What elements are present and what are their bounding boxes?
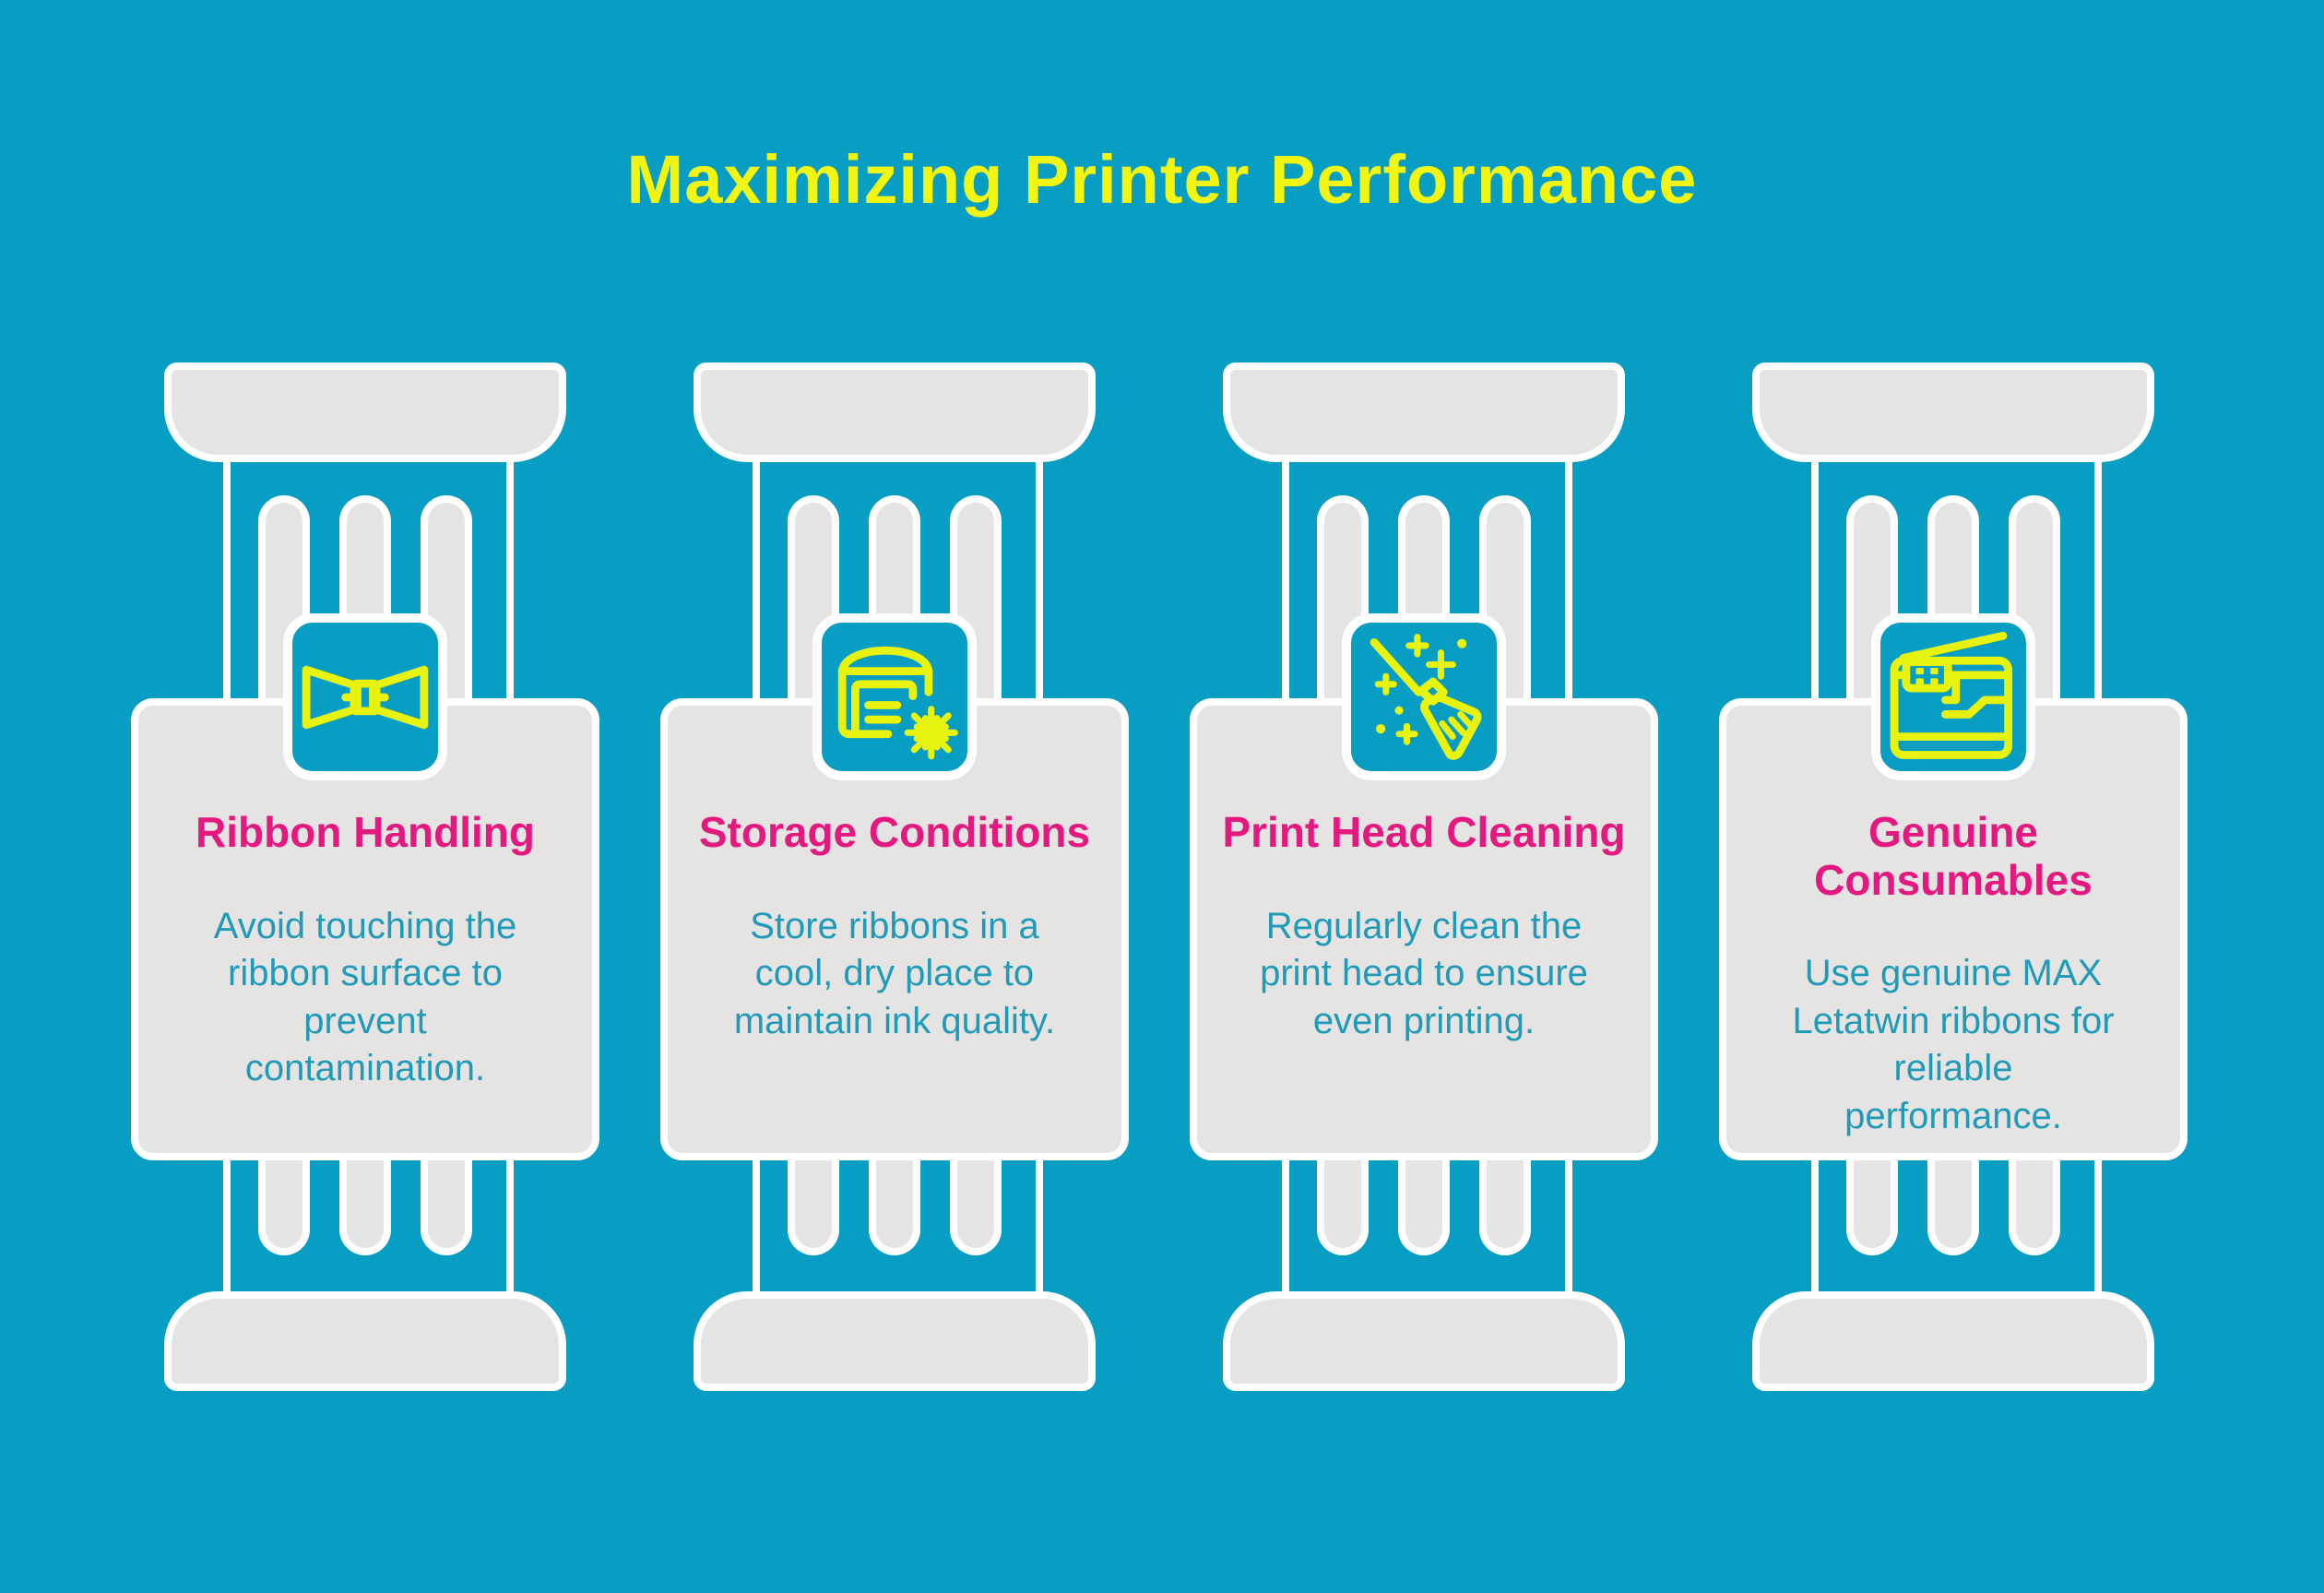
pillar-capital xyxy=(164,363,566,462)
info-card: Storage Conditions Store ribbons in a co… xyxy=(660,698,1129,1160)
pillar-flute xyxy=(2009,1158,2060,1255)
pillar-flute xyxy=(421,1158,472,1255)
pillar-base xyxy=(164,1291,566,1391)
pillar-capital xyxy=(694,363,1096,462)
icon-badge xyxy=(812,613,977,780)
icon-badge xyxy=(1342,613,1506,780)
page-title: Maximizing Printer Performance xyxy=(626,141,1698,218)
pillar-capital xyxy=(1752,363,2154,462)
pillar-base xyxy=(1223,1291,1625,1391)
pillar-flute xyxy=(1479,1158,1531,1255)
pillar-flute xyxy=(1927,1158,1979,1255)
card-body: Regularly clean the print head to ensure… xyxy=(1260,905,1588,1041)
pillar-print-head-cleaning: Print Head Cleaning Regularly clean the … xyxy=(1184,0,1664,1593)
card-body: Use genuine MAX Letatwin ribbons for rel… xyxy=(1792,953,2115,1136)
pillar-flute xyxy=(788,1158,839,1255)
icon-badge xyxy=(283,613,447,780)
card-body: Avoid touching the ribbon surface to pre… xyxy=(213,905,517,1089)
pillar-ribbon-handling: Ribbon Handling Avoid touching the ribbo… xyxy=(125,0,605,1593)
card-body: Store ribbons in a cool, dry place to ma… xyxy=(733,905,1056,1041)
pillar-flute xyxy=(869,1158,920,1255)
pillar-flute xyxy=(258,1158,310,1255)
printer-copier-icon xyxy=(1890,631,2013,759)
card-title: Genuine Consumables xyxy=(1814,808,2093,904)
pillar-flute xyxy=(1846,1158,1898,1255)
pillar-base xyxy=(694,1291,1096,1391)
cold-storage-icon xyxy=(837,646,958,759)
pillar-flute xyxy=(950,1158,1002,1255)
pillar-genuine-consumables: Genuine Consumables Use genuine MAX Leta… xyxy=(1713,0,2193,1593)
card-title: Ribbon Handling xyxy=(196,808,535,856)
broom-sparkle-icon xyxy=(1370,633,1482,760)
card-title: Print Head Cleaning xyxy=(1222,808,1626,856)
pillar-capital xyxy=(1223,363,1625,462)
pillar-flute xyxy=(1398,1158,1450,1255)
pillar-storage-conditions: Storage Conditions Store ribbons in a co… xyxy=(655,0,1134,1593)
icon-badge xyxy=(1871,613,2035,780)
pillar-flute xyxy=(1317,1158,1369,1255)
pillar-flute xyxy=(339,1158,391,1255)
pillar-base xyxy=(1752,1291,2154,1391)
card-title: Storage Conditions xyxy=(698,808,1091,856)
bowtie-ribbon-icon xyxy=(302,665,429,729)
pillar-flute xyxy=(1479,495,1531,701)
